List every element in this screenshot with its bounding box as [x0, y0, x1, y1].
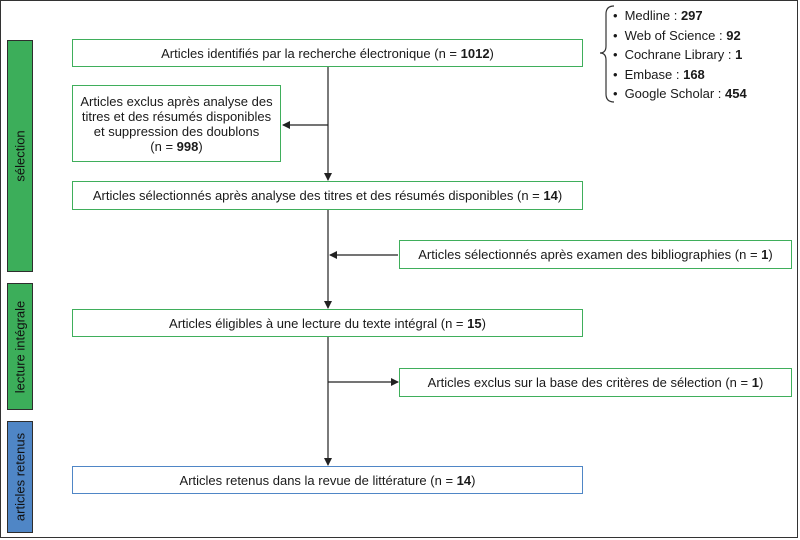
database-item-web-of-science: Web of Science : 92	[613, 26, 747, 46]
database-list: Medline : 297 Web of Science : 92 Cochra…	[613, 6, 747, 104]
database-item-cochrane: Cochrane Library : 1	[613, 45, 747, 65]
database-brace	[599, 5, 615, 103]
box-bibliographies: Articles sélectionnés après examen des b…	[399, 240, 792, 269]
sidebar-articles-retenus: articles retenus	[7, 421, 33, 533]
box-retained: Articles retenus dans la revue de littér…	[72, 466, 583, 494]
sidebar-lecture-integrale: lecture intégrale	[7, 283, 33, 410]
database-item-medline: Medline : 297	[613, 6, 747, 26]
database-item-embase: Embase : 168	[613, 65, 747, 85]
sidebar-selection: sélection	[7, 40, 33, 272]
database-item-google-scholar: Google Scholar : 454	[613, 84, 747, 104]
box-selected-titles: Articles sélectionnés après analyse des …	[72, 181, 583, 210]
box-identified: Articles identifiés par la recherche éle…	[72, 39, 583, 67]
box-excluded-duplicates: Articles exclus après analyse des titres…	[72, 85, 281, 162]
box-excluded-criteria: Articles exclus sur la base des critères…	[399, 368, 792, 397]
box-eligible-fulltext: Articles éligibles à une lecture du text…	[72, 309, 583, 337]
